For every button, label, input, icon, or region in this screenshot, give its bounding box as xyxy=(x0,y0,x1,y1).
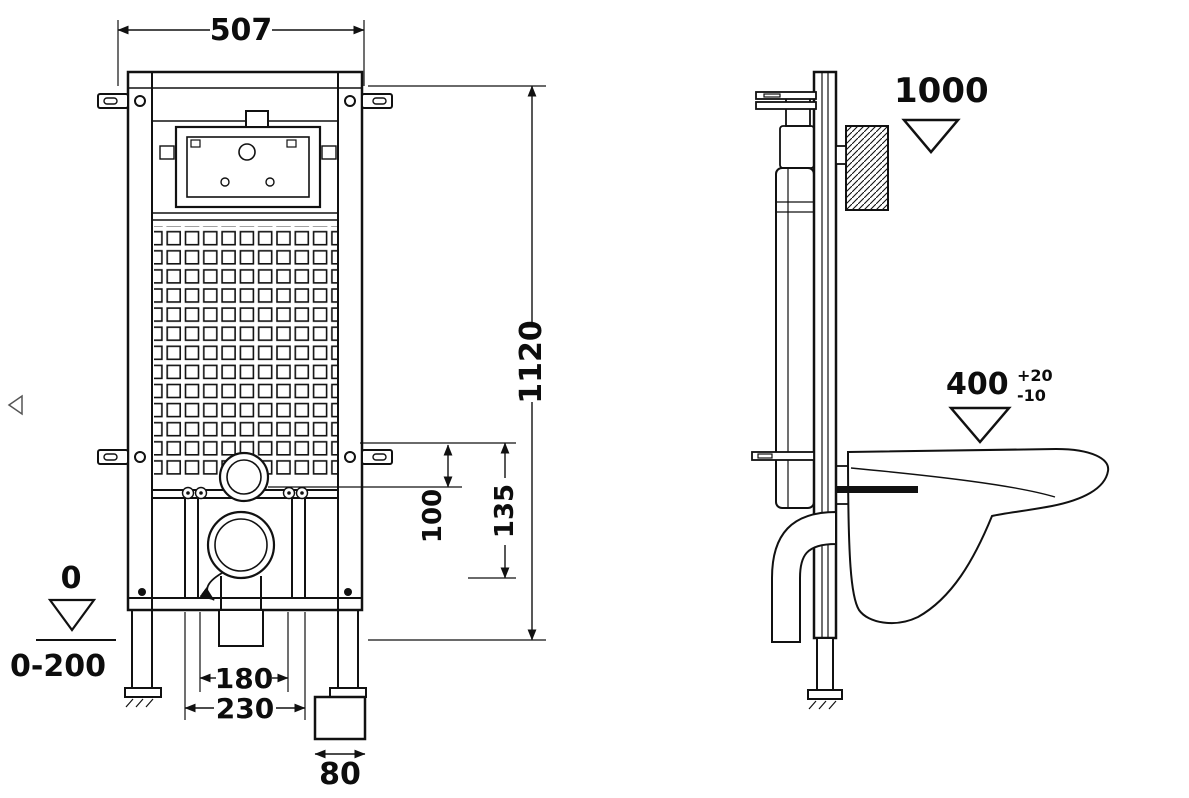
dim-supply-height-label: 1000 xyxy=(894,71,989,111)
side-bracket-top xyxy=(755,91,817,100)
drain-outlet xyxy=(199,510,276,647)
cistern-access-box xyxy=(159,110,337,209)
side-dimensions: 1000 400 +20 -10 xyxy=(894,71,1053,444)
dim-bowl-tol-plus-label: +20 xyxy=(1017,366,1053,385)
mounting-rod xyxy=(836,486,918,493)
dim-height-label: 1120 xyxy=(514,320,549,404)
front-legs xyxy=(124,588,367,741)
fill-valve xyxy=(785,95,811,127)
toilet-bowl xyxy=(846,447,1110,624)
drain-hole xyxy=(206,510,276,580)
bracket-mid-right xyxy=(361,449,393,465)
bracket-top-left xyxy=(97,93,129,109)
water-supply-connection xyxy=(845,125,889,211)
dim-bowl-tol-minus-label: -10 xyxy=(1017,386,1046,405)
dim-foot-label: 80 xyxy=(319,757,361,792)
lower-struts xyxy=(184,498,306,598)
side-leg xyxy=(816,637,834,691)
front-wall-brackets xyxy=(97,93,393,465)
dim-floor-range-label: 0-200 xyxy=(10,649,106,684)
dim-bowl-height-label: 400 xyxy=(946,367,1009,402)
dim-floor-zero-label: 0 xyxy=(61,561,82,596)
floor-datum-triangle xyxy=(47,598,97,632)
dim-outlet-inner-label: 180 xyxy=(215,662,273,695)
bracket-mid-left xyxy=(97,449,129,465)
foot-plate-80 xyxy=(313,695,367,741)
flush-pipe-stub xyxy=(245,110,269,128)
side-view xyxy=(751,70,1110,710)
bracket-top-right xyxy=(361,93,393,109)
flow-arrow xyxy=(199,572,223,601)
dim-outlet-outer-label: 230 xyxy=(216,692,274,725)
side-foot xyxy=(807,689,843,700)
clamp-left xyxy=(159,145,175,160)
page-edge-arrow-icon xyxy=(7,394,23,416)
dim-flush-offset-label: 100 xyxy=(418,489,448,543)
insulation-grid xyxy=(154,226,337,475)
bowl-height-triangle xyxy=(948,406,1012,444)
frame-rail xyxy=(812,70,838,640)
supply-height-triangle xyxy=(901,118,961,154)
drain-elbow xyxy=(771,510,837,643)
side-bracket-mid xyxy=(751,451,815,461)
dim-outlet-offset-label: 135 xyxy=(490,484,520,538)
flush-bend-area xyxy=(152,451,338,503)
foot-left xyxy=(124,687,162,698)
drain-socket xyxy=(218,609,264,647)
front-dimensions: 507 1120 100 135 0 0-200 180 230 xyxy=(10,13,549,792)
dim-width-label: 507 xyxy=(210,13,273,48)
foot-right xyxy=(329,687,367,698)
clamp-right xyxy=(321,145,337,160)
